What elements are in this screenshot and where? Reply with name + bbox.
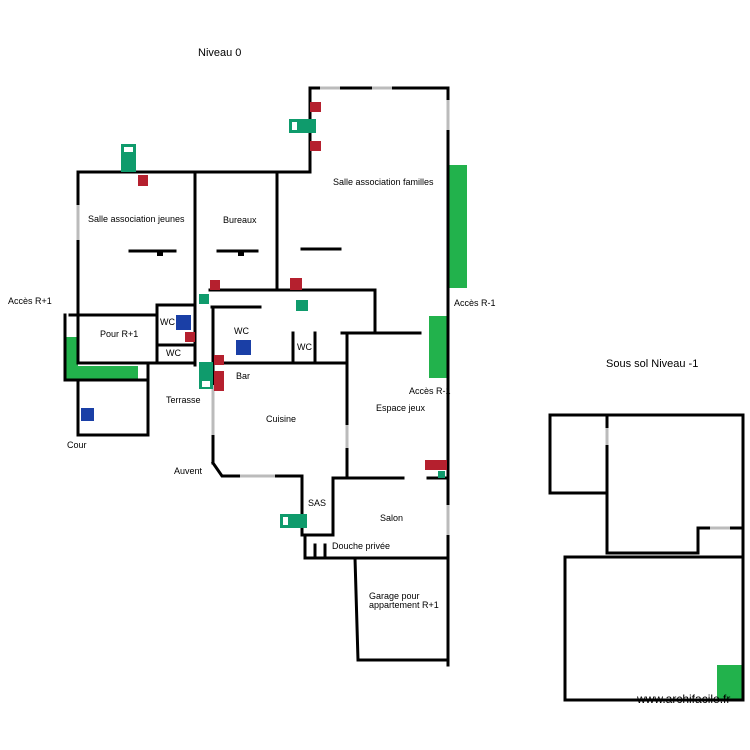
exit-arrow-down-icon <box>199 294 209 304</box>
room-douche: Douche privée <box>332 541 390 551</box>
fire-extinguisher-icon <box>290 278 302 290</box>
walls-basement <box>548 413 745 702</box>
walls-level-0 <box>63 86 450 667</box>
watermark: www.archifacile.fr <box>636 692 730 706</box>
room-wc: WC <box>160 317 175 327</box>
room-sas: SAS <box>308 498 326 508</box>
stairs <box>65 165 742 700</box>
parking-accessible-icon <box>81 408 94 421</box>
windows <box>76 86 450 535</box>
room-pour-r1: Pour R+1 <box>100 329 138 339</box>
stairs-left-acces-r1-2 <box>78 366 138 380</box>
label-acces-r-1: Accès R-1 <box>454 298 496 308</box>
accessibility-signs <box>81 315 251 421</box>
label-acces-r1: Accès R+1 <box>8 296 52 306</box>
room-terrasse: Terrasse <box>166 395 201 405</box>
room-bar: Bar <box>236 371 250 381</box>
label-acces-r-1-inner: Accès R-1 <box>409 386 451 396</box>
fire-alarm-icon <box>425 460 447 470</box>
room-bureaux: Bureaux <box>223 215 257 225</box>
room-salle-jeunes: Salle association jeunes <box>88 214 185 224</box>
exit-arrow-left-icon <box>296 300 308 311</box>
room-garage-line2: appartement R+1 <box>369 600 439 610</box>
fire-alarm-icon <box>214 371 224 391</box>
room-cuisine: Cuisine <box>266 414 296 424</box>
fire-signs <box>138 102 447 470</box>
room-espace-jeux: Espace jeux <box>376 403 426 413</box>
room-wc: WC <box>297 342 312 352</box>
room-wc: WC <box>166 348 181 358</box>
level-0-title: Niveau 0 <box>198 47 241 59</box>
stairs-left-acces-r1 <box>65 337 78 380</box>
room-auvent: Auvent <box>174 466 203 476</box>
lamp-marks <box>157 251 244 256</box>
fire-extinguisher-icon <box>138 175 148 186</box>
basement-title: Sous sol Niveau -1 <box>606 358 698 370</box>
wheelchair-icon <box>236 340 251 355</box>
room-garage-line1: Garage pour <box>369 591 420 601</box>
fire-extinguisher-icon <box>210 280 220 290</box>
stairs-inner-acces-r-1 <box>429 316 447 378</box>
fire-extinguisher-icon <box>185 332 195 342</box>
room-labels: Niveau 0 Sous sol Niveau -1 Salle associ… <box>8 47 730 706</box>
room-salle-familles: Salle association familles <box>333 177 434 187</box>
stairs-right-acces-r-1 <box>449 165 467 288</box>
room-cour: Cour <box>67 440 87 450</box>
wheelchair-icon <box>176 315 191 330</box>
room-wc: WC <box>234 326 249 336</box>
fire-alarm-icon <box>310 102 321 112</box>
fire-alarm-icon <box>214 355 224 365</box>
room-salon: Salon <box>380 513 403 523</box>
exit-sign-inner <box>124 122 297 525</box>
stairs-basement <box>717 665 742 700</box>
exit-small-icon <box>438 471 445 478</box>
fire-alarm-icon <box>310 141 321 151</box>
